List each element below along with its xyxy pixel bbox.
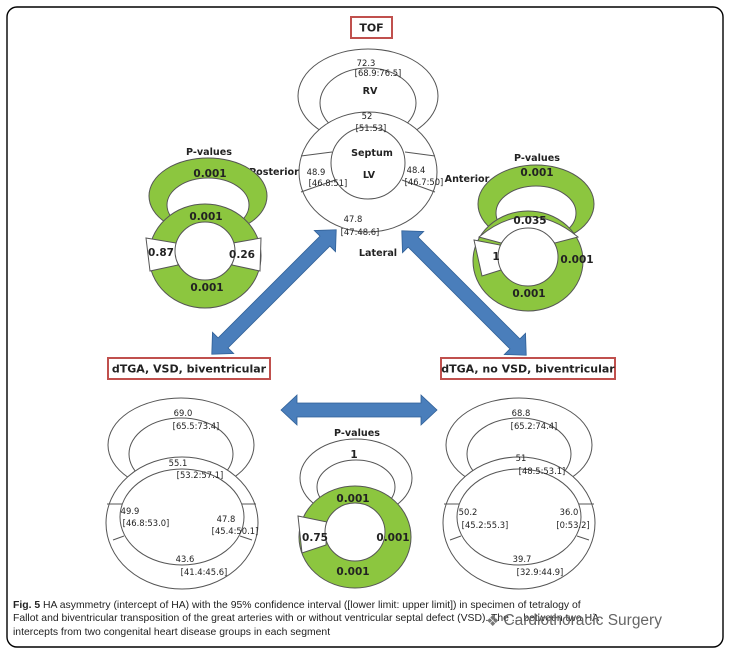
tof-ring-inner: [330, 126, 406, 200]
dtga-vsd-septum-ci: [53.2:57.1]: [177, 470, 224, 480]
left-pvalues-top: 0.001: [193, 168, 226, 180]
dtga-vsd-left-ci: [46.8:53.0]: [123, 518, 170, 528]
caption-label: Fig. 5: [13, 600, 41, 611]
figure-caption: Fig. 5 HA asymmetry (intercept of HA) wi…: [13, 599, 603, 639]
tof-title-box: [350, 16, 393, 39]
wechat-icon: ❖: [486, 613, 500, 630]
dtga-vsd-right-ci: [45.4:50.1]: [212, 526, 259, 536]
dtga-novsd-title-box: [440, 357, 616, 380]
caption-text: HA asymmetry (intercept of HA) with the …: [13, 600, 599, 638]
tof-posterior-ci: [46.8:51]: [309, 178, 348, 188]
dtga-vsd-ring-inner: [119, 468, 245, 566]
dtga-novsd-bottom-value: 39.7: [513, 554, 532, 564]
right-pvalues-hole: [497, 227, 559, 287]
left-pvalues-left: 0.87: [148, 247, 174, 259]
left-pvalues-septum: 0.001: [189, 211, 222, 223]
left-pvalues-diagram: P-values 0.001 0.001 0.87 0.26 0.001: [145, 147, 268, 309]
bottom-pvalues-top: 1: [350, 449, 357, 461]
dtga-vsd-diagram: dTGA, VSD, biventricular 69.0 [65.5:73.4…: [105, 357, 271, 590]
dtga-novsd-bottom-ci: [32.9:44.9]: [517, 567, 564, 577]
dtga-vsd-title-box: [107, 357, 271, 380]
bottom-pvalues-septum: 0.001: [336, 493, 369, 505]
tof-septum-label: Septum: [351, 148, 393, 159]
dtga-novsd-right-ci: [0:53.2]: [556, 520, 589, 530]
watermark-text: Cardiothoracic Surgery: [503, 612, 662, 629]
dtga-vsd-bottom-value: 43.6: [176, 554, 195, 564]
dtga-vsd-top-value: 69.0: [174, 408, 193, 418]
bottom-pvalues-diagram: P-values 1 0.001 0.75 0.001 0.001: [297, 428, 413, 589]
tof-septum-value: 52: [362, 111, 373, 121]
left-pvalues-title: P-values: [186, 147, 232, 158]
left-pvalues-bottom: 0.001: [190, 282, 223, 294]
arrows: [211, 229, 527, 426]
tof-diagram: TOF 72.3 [68.9:76.5] RV 52 [51:53] Septu…: [249, 16, 490, 259]
bottom-pvalues-title: P-values: [334, 428, 380, 439]
bottom-pvalues-right: 0.001: [376, 532, 409, 544]
tof-title: TOF: [359, 22, 383, 35]
dtga-novsd-title: dTGA, no VSD, biventricular: [441, 363, 615, 376]
tof-lateral-value: 47.8: [344, 214, 363, 224]
dtga-vsd-septum-value: 55.1: [169, 458, 188, 468]
tof-top-ci: [68.9:76.5]: [355, 68, 402, 78]
dtga-vsd-right-value: 47.8: [217, 514, 236, 524]
dtga-novsd-septum-value: 51: [516, 453, 527, 463]
left-pvalues-hole: [174, 221, 236, 281]
left-pvalues-left-segment: [145, 237, 179, 272]
arrow-tof-to-dtga-novsd: [401, 230, 527, 356]
left-pvalues-right: 0.26: [229, 249, 255, 261]
dtga-vsd-left-value: 49.9: [121, 506, 140, 516]
tof-lateral-ci: [47:48.6]: [341, 227, 380, 237]
watermark: ❖ Cardiothoracic Surgery: [486, 612, 662, 630]
tof-top-value: 72.3: [357, 58, 376, 68]
tof-posterior-value: 48.9: [307, 167, 326, 177]
bottom-pvalues-bottom: 0.001: [336, 566, 369, 578]
dtga-novsd-left-ci: [45.2:55.3]: [462, 520, 509, 530]
arrow-dtga-vsd-to-novsd: [280, 394, 438, 426]
tof-anterior-value: 48.4: [407, 165, 426, 175]
dtga-novsd-ring-inner: [456, 468, 582, 566]
tof-lateral-label: Lateral: [359, 248, 397, 259]
dtga-novsd-top-value: 68.8: [512, 408, 531, 418]
dtga-novsd-top-ci: [65.2:74.4]: [511, 421, 558, 431]
dtga-novsd-diagram: dTGA, no VSD, biventricular 68.8 [65.2:7…: [440, 357, 616, 590]
dtga-novsd-left-value: 50.2: [459, 507, 478, 517]
tof-posterior-label: Posterior: [249, 167, 299, 178]
dtga-vsd-top-ci: [65.5:73.4]: [173, 421, 220, 431]
arrow-tof-to-dtga-vsd: [211, 229, 337, 355]
bottom-pvalues-hole: [324, 502, 386, 562]
tof-septum-ci: [51:53]: [356, 123, 387, 133]
bottom-pvalues-left-segment: [297, 515, 328, 554]
tof-rv-label: RV: [363, 86, 378, 97]
tof-anterior-ci: [46.7:50]: [405, 177, 444, 187]
right-pvalues-bottom: 0.001: [512, 288, 545, 300]
dtga-vsd-title: dTGA, VSD, biventricular: [112, 363, 267, 376]
bottom-pvalues-left: 0.75: [302, 532, 328, 544]
tof-lv-label: LV: [363, 170, 376, 181]
right-pvalues-top: 0.001: [520, 167, 553, 179]
right-pvalues-left: 1: [492, 251, 499, 263]
dtga-novsd-right-value: 36.0: [560, 507, 579, 517]
right-pvalues-diagram: P-values 0.001 0.035 1 0.001 0.001: [472, 153, 595, 312]
dtga-vsd-bottom-ci: [41.4:45.6]: [181, 567, 228, 577]
tof-anterior-label: Anterior: [445, 174, 490, 185]
right-pvalues-title: P-values: [514, 153, 560, 164]
right-pvalues-right: 0.001: [560, 254, 593, 266]
right-pvalues-septum: 0.035: [513, 215, 546, 227]
dtga-novsd-septum-ci: [48.5:53.1]: [519, 466, 566, 476]
